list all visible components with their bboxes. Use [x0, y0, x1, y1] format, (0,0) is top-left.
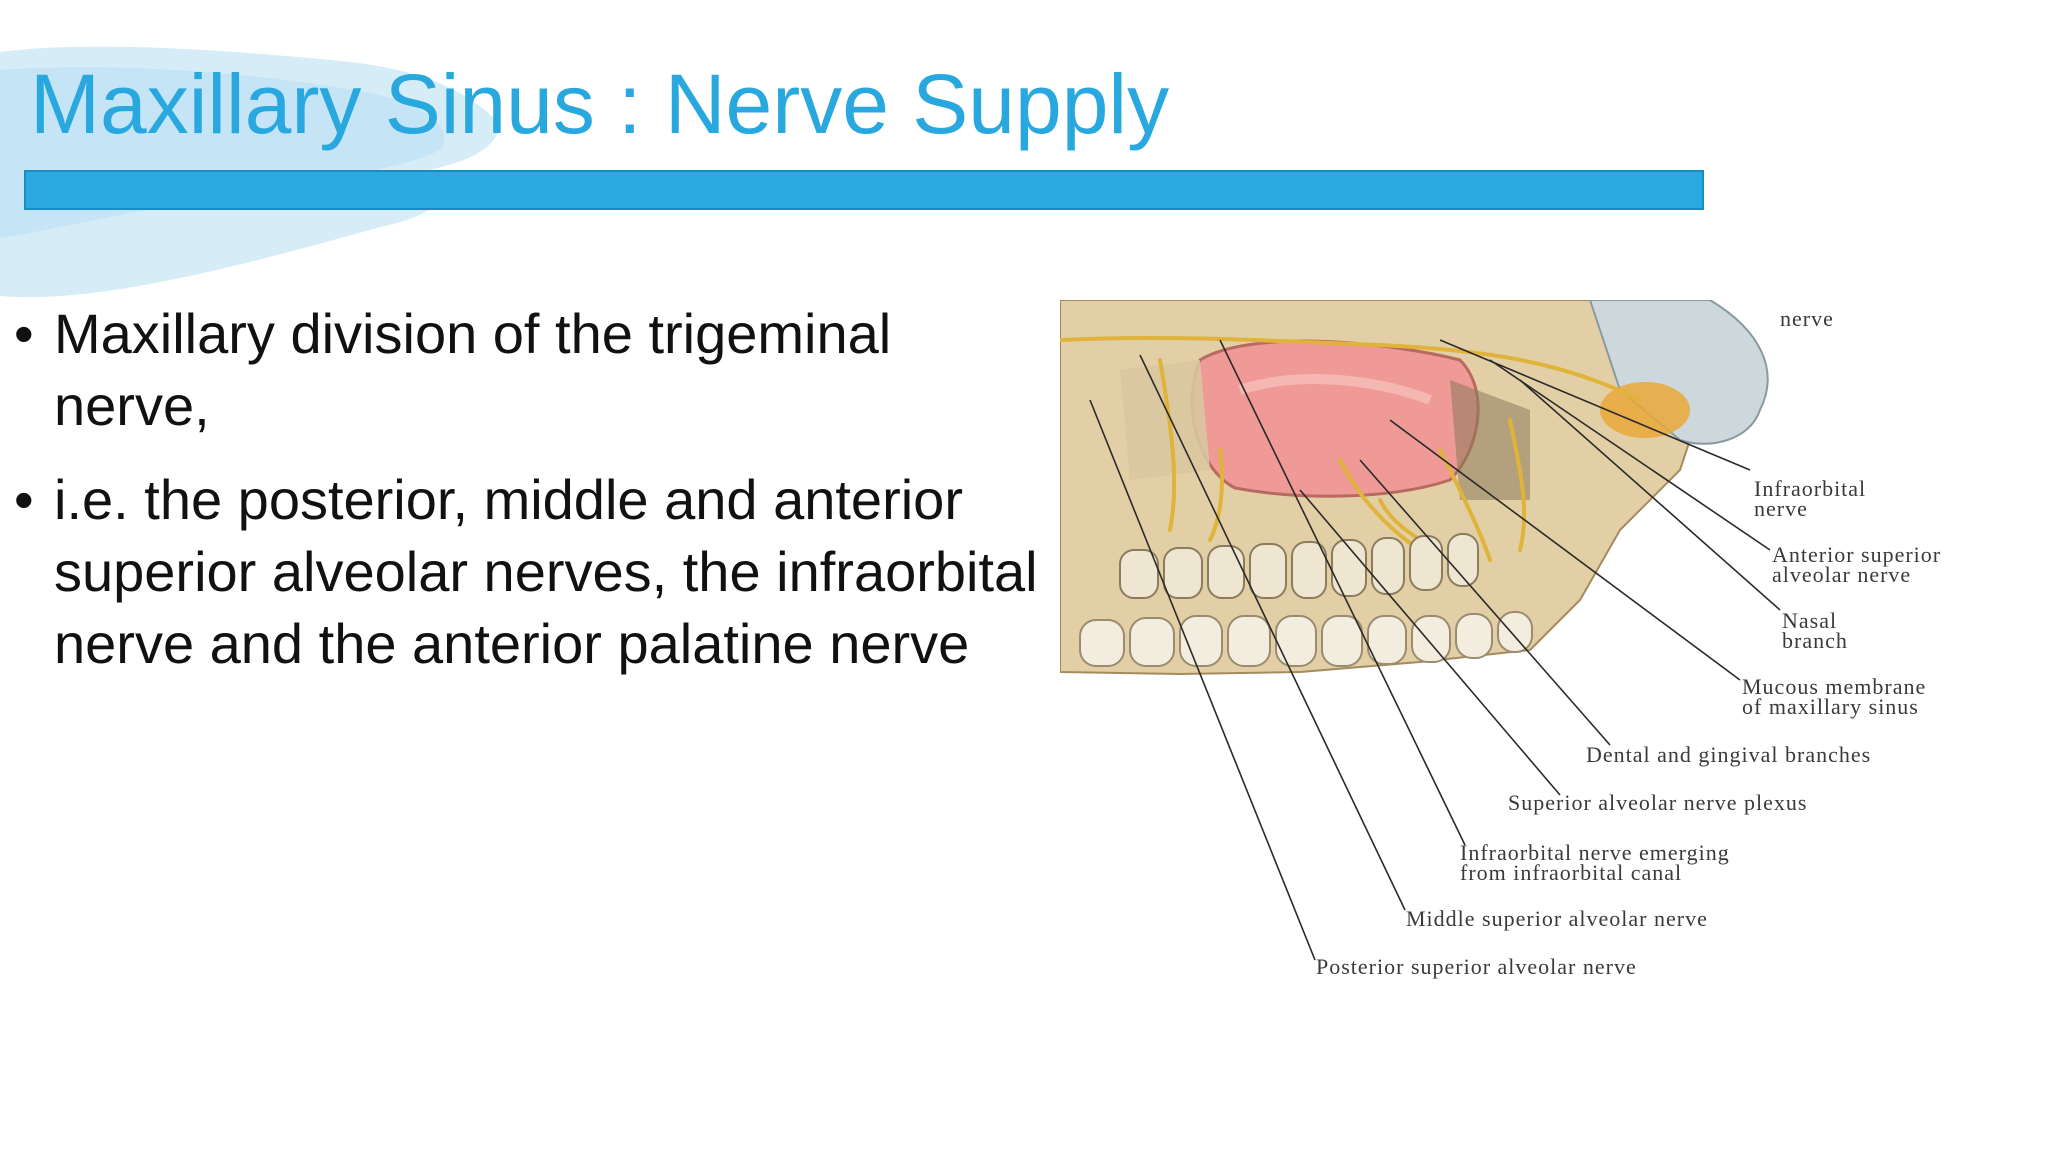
- label-nasal-branch-2: branch: [1782, 628, 1848, 653]
- label-nasal-branch: Nasal: [1782, 608, 1837, 633]
- label-superior-alveolar-plexus: Superior alveolar nerve plexus: [1508, 790, 1807, 815]
- anatomy-figure: nerve Infraorbital nerve Anterior superi…: [1060, 300, 2020, 1000]
- leader-lines: [1089, 339, 1781, 961]
- label-infraorbital-nerve-2: nerve: [1754, 496, 1808, 521]
- bullet-text: Maxillary division of the trigeminal ner…: [54, 302, 892, 437]
- bullet-text: i.e. the posterior, middle and anterior …: [54, 468, 1038, 675]
- nasal-cartilage: [1588, 300, 1769, 445]
- label-mucous-membrane-2: of maxillary sinus: [1742, 694, 1919, 719]
- maxillary-nerve-illustration: nerve Infraorbital nerve Anterior superi…: [1060, 300, 1941, 979]
- bullet-dot: •: [14, 468, 34, 531]
- watercolor-brush-decoration: [0, 46, 500, 298]
- label-mucous-membrane: Mucous membrane: [1742, 674, 1926, 699]
- nerve-branches: [1060, 335, 1642, 562]
- label-anterior-superior-alveolar: Anterior superior: [1772, 542, 1941, 567]
- bullet-dot: •: [14, 302, 34, 365]
- bullet-item: • Maxillary division of the trigeminal n…: [14, 298, 1054, 442]
- nasal-fat-pad: [1600, 382, 1690, 438]
- bullet-list: • Maxillary division of the trigeminal n…: [14, 298, 1054, 702]
- lower-teeth: [1079, 611, 1533, 667]
- label-infraorbital-nerve: Infraorbital: [1754, 476, 1866, 501]
- upper-teeth: [1119, 533, 1479, 599]
- title-underline-bar: [24, 170, 1704, 210]
- label-middle-superior-alveolar: Middle superior alveolar nerve: [1406, 906, 1708, 931]
- sinus-cavity: [1190, 339, 1480, 498]
- label-infraorbital-emerging: Infraorbital nerve emerging: [1460, 840, 1730, 865]
- label-anterior-superior-alveolar-2: alveolar nerve: [1772, 562, 1911, 587]
- slide-title: Maxillary Sinus : Nerve Supply: [30, 57, 1170, 151]
- label-dental-gingival: Dental and gingival branches: [1586, 742, 1871, 767]
- label-posterior-superior-alveolar: Posterior superior alveolar nerve: [1316, 954, 1637, 979]
- bullet-item: • i.e. the posterior, middle and anterio…: [14, 464, 1054, 680]
- label-nerve: nerve: [1780, 306, 1834, 331]
- label-infraorbital-emerging-2: from infraorbital canal: [1460, 860, 1682, 885]
